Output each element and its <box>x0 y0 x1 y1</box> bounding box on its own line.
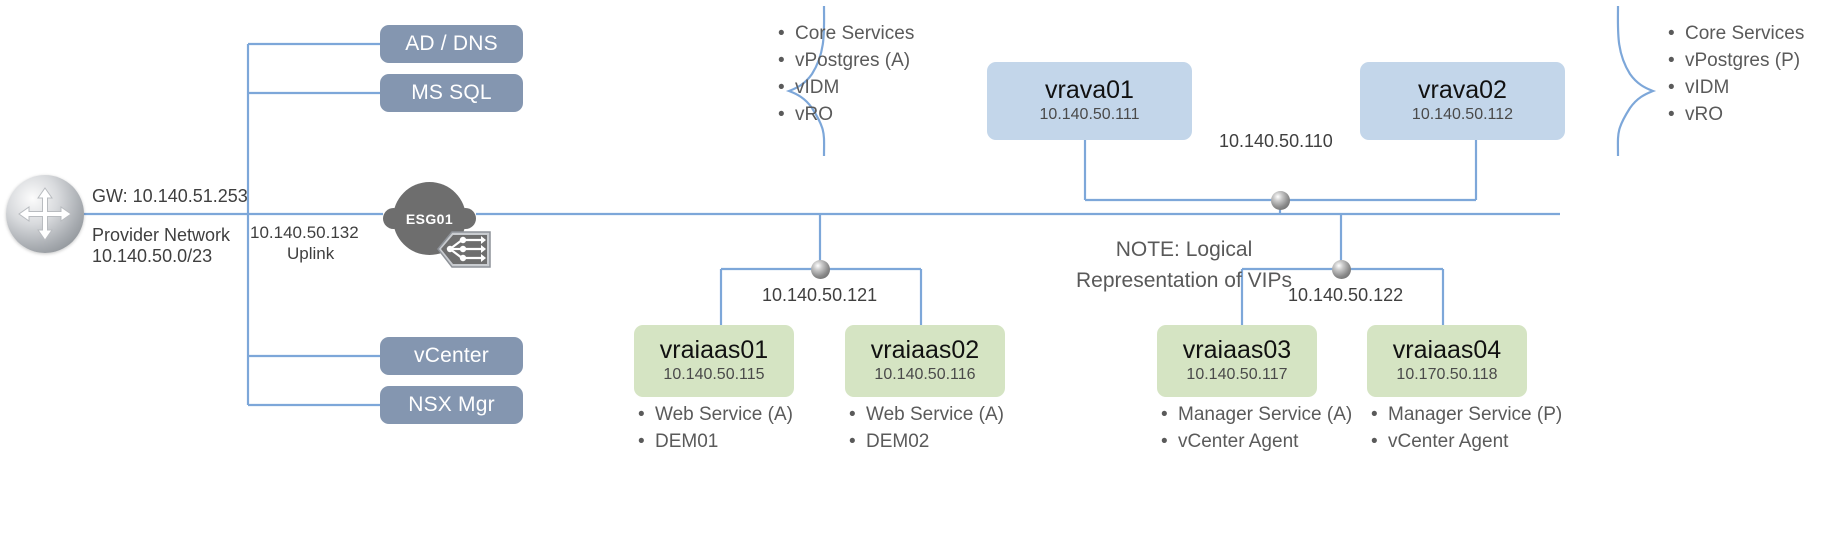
service-item: DEM02 <box>849 428 1004 455</box>
vraiaas04-node[interactable]: vraiaas04 10.170.50.118 <box>1367 325 1527 397</box>
vrava02-node[interactable]: vrava02 10.140.50.112 <box>1360 62 1565 140</box>
node-title: vraiaas04 <box>1392 336 1502 365</box>
service-item: vRO <box>778 101 914 128</box>
service-item: vRO <box>1668 101 1804 128</box>
service-item: vIDM <box>778 74 914 101</box>
iaas-group1-vip-label: 10.140.50.121 <box>762 285 878 305</box>
service-item: Core Services <box>778 20 914 47</box>
esg01-downlink-port <box>455 208 476 229</box>
node-ip: 10.170.50.118 <box>1396 366 1498 384</box>
infra-node-label: AD / DNS <box>405 32 498 55</box>
vraiaas04-services-list: Manager Service (P) vCenter Agent <box>1371 401 1562 455</box>
provider-network-cidr: 10.140.50.0/23 <box>92 246 213 266</box>
gateway-label: GW: 10.140.51.253 <box>92 186 248 206</box>
node-title: vrava01 <box>1045 76 1134 105</box>
service-item: vCenter Agent <box>1161 428 1352 455</box>
vraiaas02-node[interactable]: vraiaas02 10.140.50.116 <box>845 325 1005 397</box>
vip-note-line1: NOTE: Logical <box>1115 238 1253 261</box>
infra-node-label: MS SQL <box>411 81 492 104</box>
vraiaas01-node[interactable]: vraiaas01 10.140.50.115 <box>634 325 794 397</box>
vrava02-services-list: Core Services vPostgres (P) vIDM vRO <box>1668 20 1804 128</box>
service-item: vPostgres (P) <box>1668 47 1804 74</box>
node-ip: 10.140.50.115 <box>663 366 765 384</box>
uplink-label: Uplink <box>287 244 335 263</box>
infra-node-label: NSX Mgr <box>408 393 495 416</box>
iaas-group1-vip-node <box>811 260 830 279</box>
node-title: vrava02 <box>1418 76 1507 105</box>
node-title: vraiaas01 <box>659 336 769 365</box>
provider-network-name: Provider Network <box>92 225 231 245</box>
vrava01-services-list: Core Services vPostgres (A) vIDM vRO <box>778 20 914 128</box>
vraiaas02-services-list: Web Service (A) DEM02 <box>849 401 1004 455</box>
service-item: Core Services <box>1668 20 1804 47</box>
uplink-ip-label: 10.140.50.132 <box>250 223 359 242</box>
node-ip: 10.140.50.112 <box>1411 106 1514 124</box>
node-ip: 10.140.50.116 <box>874 366 976 384</box>
node-ip: 10.140.50.117 <box>1186 366 1288 384</box>
infra-node-vcenter[interactable]: vCenter <box>380 337 523 375</box>
vraiaas01-services-list: Web Service (A) DEM01 <box>638 401 793 455</box>
vraiaas03-node[interactable]: vraiaas03 10.140.50.117 <box>1157 325 1317 397</box>
node-title: vraiaas02 <box>870 336 980 365</box>
vrava-vip-node <box>1271 191 1290 210</box>
service-item: Manager Service (A) <box>1161 401 1352 428</box>
service-item: DEM01 <box>638 428 793 455</box>
service-item: Web Service (A) <box>849 401 1004 428</box>
infra-node-label: vCenter <box>414 344 489 367</box>
service-item: vPostgres (A) <box>778 47 914 74</box>
vraiaas03-services-list: Manager Service (A) vCenter Agent <box>1161 401 1352 455</box>
esg01-uplink-port <box>383 208 404 229</box>
router-icon <box>6 175 84 253</box>
iaas-group2-vip-label: 10.140.50.122 <box>1288 285 1404 305</box>
vrava01-node[interactable]: vrava01 10.140.50.111 <box>987 62 1192 140</box>
service-item: vIDM <box>1668 74 1804 101</box>
iaas-group2-vip-node <box>1332 260 1351 279</box>
service-item: Manager Service (P) <box>1371 401 1562 428</box>
node-title: vraiaas03 <box>1182 336 1292 365</box>
infra-node-ms-sql[interactable]: MS SQL <box>380 74 523 112</box>
vrava-vip-label: 10.140.50.110 <box>1219 131 1333 151</box>
esg01-label: ESG01 <box>405 210 454 227</box>
service-item: vCenter Agent <box>1371 428 1562 455</box>
edge-router-icon <box>436 227 492 271</box>
infra-node-ad-dns[interactable]: AD / DNS <box>380 25 523 63</box>
vip-note-line2: Representation of VIPs <box>1076 269 1292 292</box>
service-item: Web Service (A) <box>638 401 793 428</box>
node-ip: 10.140.50.111 <box>1039 106 1140 124</box>
infra-node-nsx-mgr[interactable]: NSX Mgr <box>380 386 523 424</box>
vip-note: NOTE: Logical Representation of VIPs <box>984 234 1384 296</box>
